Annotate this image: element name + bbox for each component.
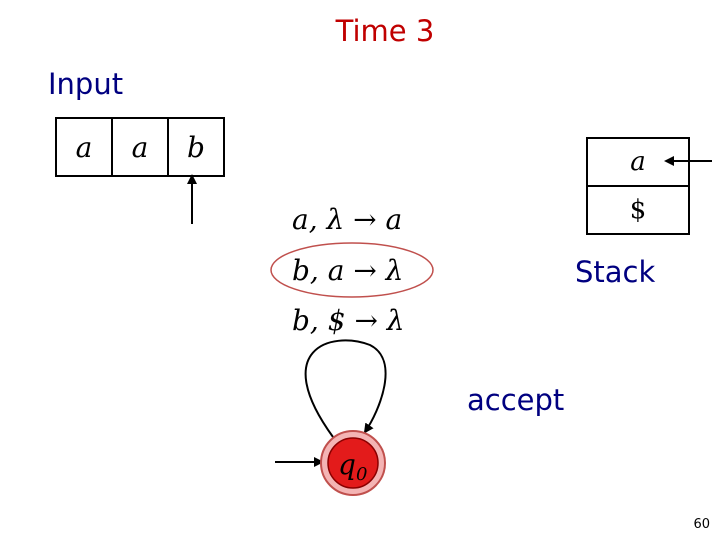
input-label: Input	[48, 67, 124, 101]
self-loop-arrow	[304, 339, 387, 438]
tape-cell: a	[113, 119, 169, 175]
stack-bottom-cell: $	[629, 195, 647, 225]
tape-cell: a	[57, 119, 113, 175]
input-tape: a a b	[55, 117, 225, 177]
stack-top-cell: a	[588, 139, 688, 187]
stack-label: Stack	[575, 255, 656, 289]
stack: a $	[586, 137, 690, 235]
state-q0	[327, 437, 379, 489]
slide-number: 60	[693, 517, 710, 532]
tape-cell: b	[187, 130, 205, 164]
slide-title: Time 3	[335, 14, 435, 48]
transition-rule-3: b, $ → λ	[292, 304, 405, 337]
transition-rule-2: b, a → λ	[292, 254, 404, 287]
active-transition-highlight	[270, 242, 434, 298]
transition-rule-1: a, λ → a	[292, 203, 403, 236]
accept-label: accept	[467, 383, 565, 417]
